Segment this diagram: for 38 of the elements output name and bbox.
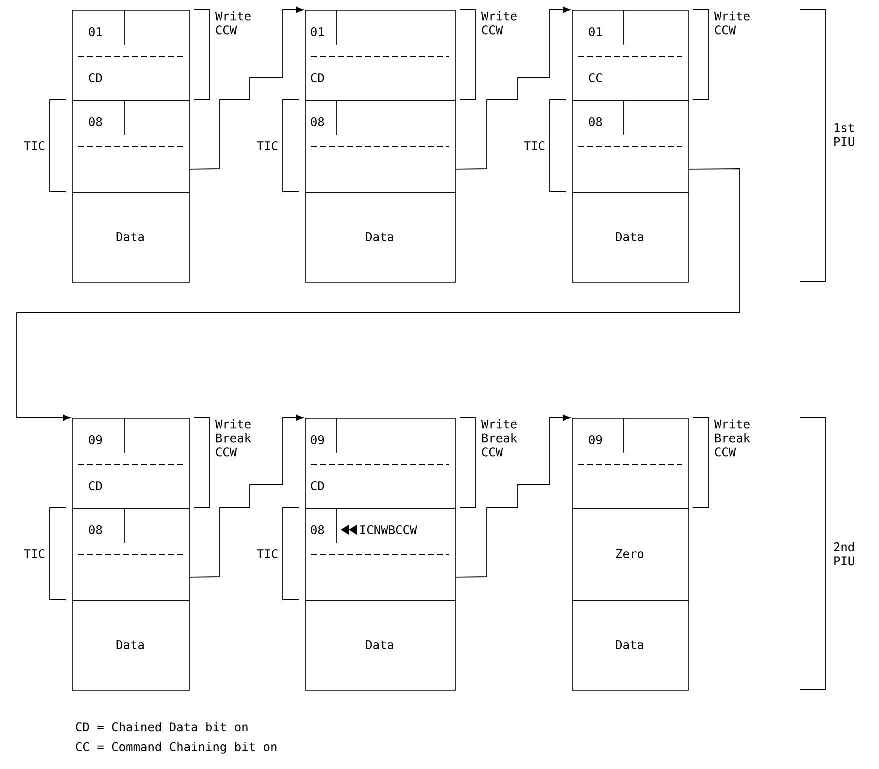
tic-cell: 08	[572, 100, 689, 193]
tic-cell: 08	[72, 508, 190, 601]
bracket-label: Write Break CCW	[714, 419, 750, 457]
bracket-label: TIC	[257, 549, 278, 559]
ccw-cell: 01 CC	[572, 10, 689, 101]
ccw-cell: 09 CD	[305, 418, 456, 509]
arrow	[455, 6, 571, 170]
bracket-label: Write CCW	[481, 11, 517, 35]
tic-cell: 08	[305, 100, 456, 193]
arrow	[189, 414, 304, 578]
bracket-label: Write Break CCW	[481, 419, 518, 457]
bracket-label: 1st PIU	[834, 124, 854, 146]
ccw-cell: 09	[572, 418, 689, 509]
bracket-label: Write CCW	[714, 11, 750, 35]
ccw-cell: 09 CD	[72, 418, 190, 509]
bracket-label: 2nd PIU	[834, 542, 854, 566]
bracket-label: TIC	[24, 549, 45, 559]
note: CC = Command Chaining bit on	[76, 742, 277, 754]
data-cell: Data	[72, 600, 190, 691]
arrow	[189, 6, 304, 170]
tic-cell: 08 ICNWBCCW	[305, 508, 456, 601]
data-cell: Zero	[572, 508, 689, 601]
ccw-cell: 01 CD	[305, 10, 456, 101]
bracket-label: TIC	[257, 141, 278, 151]
ccw-cell: 01 CD	[72, 10, 190, 101]
bracket-label: Write CCW	[215, 11, 251, 35]
data-cell: Data	[572, 192, 689, 283]
data-cell: Data	[72, 192, 190, 283]
note: CD = Chained Data bit on	[76, 722, 248, 732]
arrow	[16, 168, 740, 422]
arrow	[455, 414, 571, 578]
bracket-label: TIC	[24, 141, 45, 151]
data-cell: Data	[572, 600, 689, 691]
bracket-label: Write Break CCW	[215, 419, 252, 457]
data-cell: Data	[305, 600, 456, 691]
bracket-label: TIC	[524, 141, 545, 151]
tic-cell: 08	[72, 100, 190, 193]
data-cell: Data	[305, 192, 456, 283]
